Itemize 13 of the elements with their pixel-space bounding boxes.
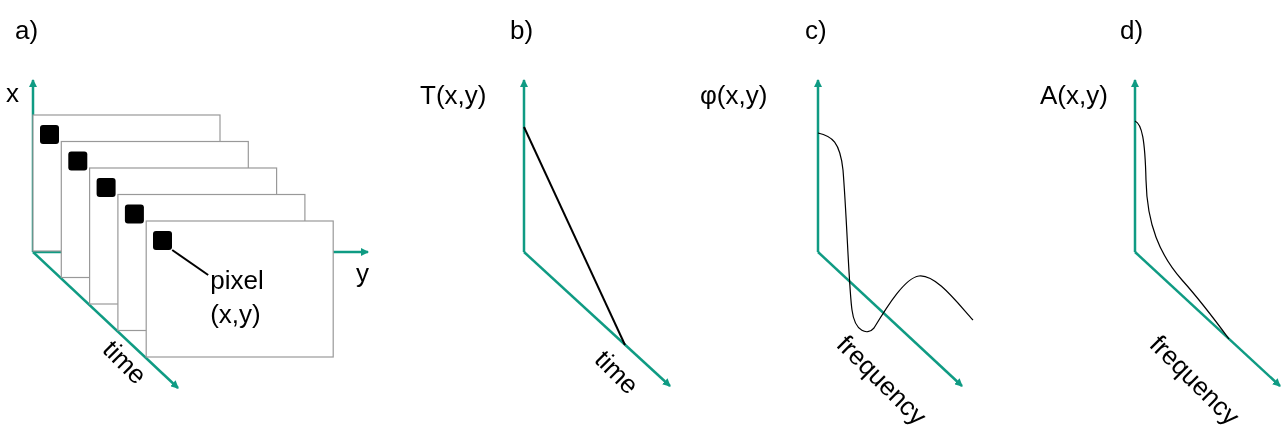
leader-line [171, 249, 210, 276]
axis-label: T(x,y) [420, 80, 487, 110]
axis-label: time [97, 334, 153, 390]
axis-label: y [356, 258, 369, 288]
pixel-square [153, 231, 173, 250]
axis-label: φ(x,y) [700, 80, 768, 110]
panel-label: b) [510, 15, 534, 45]
panel-label: a) [15, 15, 39, 45]
axis-label: A(x,y) [1040, 80, 1108, 110]
panel-label: d) [1120, 15, 1144, 45]
panel-label: c) [805, 15, 827, 45]
axis-label: x [6, 78, 19, 108]
axis-label: time [589, 344, 645, 400]
